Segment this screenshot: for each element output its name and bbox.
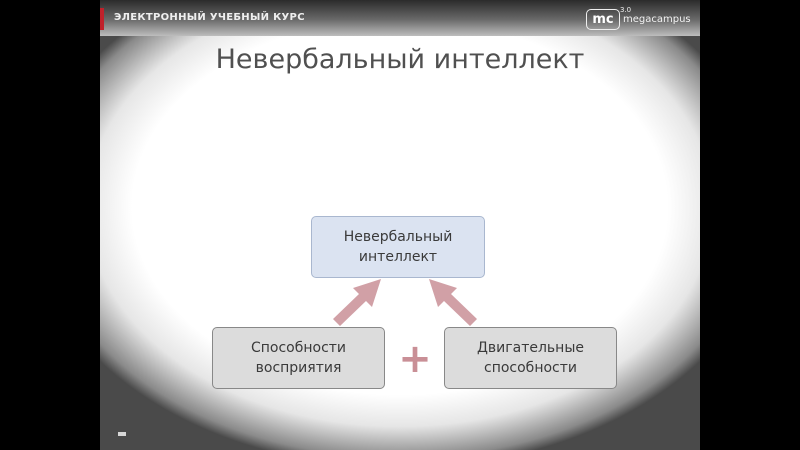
corner-mark — [118, 432, 126, 436]
arrow-left-to-top — [333, 279, 381, 326]
logo-version: 3.0 — [620, 6, 632, 14]
diagram-arrows — [333, 279, 477, 326]
logo-mark: mc — [586, 9, 620, 30]
slide-title: Невербальный интеллект — [215, 44, 585, 75]
node-perception-abilities: Способности восприятия — [212, 327, 385, 389]
node-motor-abilities: Двигательные способности — [444, 327, 617, 389]
header-bar: ЭЛЕКТРОННЫЙ УЧЕБНЫЙ КУРС mc 3.0 megacamp… — [100, 0, 700, 36]
course-label: ЭЛЕКТРОННЫЙ УЧЕБНЫЙ КУРС — [114, 12, 305, 23]
logo-text: megacampus — [623, 14, 691, 25]
slide: ЭЛЕКТРОННЫЙ УЧЕБНЫЙ КУРС mc 3.0 megacamp… — [100, 0, 700, 450]
megacampus-logo: mc 3.0 megacampus — [586, 6, 696, 30]
arrow-right-to-top — [429, 279, 477, 326]
plus-icon: + — [398, 336, 432, 382]
node-nonverbal-intellect: Невербальный интеллект — [311, 216, 485, 278]
header-accent — [100, 8, 104, 30]
